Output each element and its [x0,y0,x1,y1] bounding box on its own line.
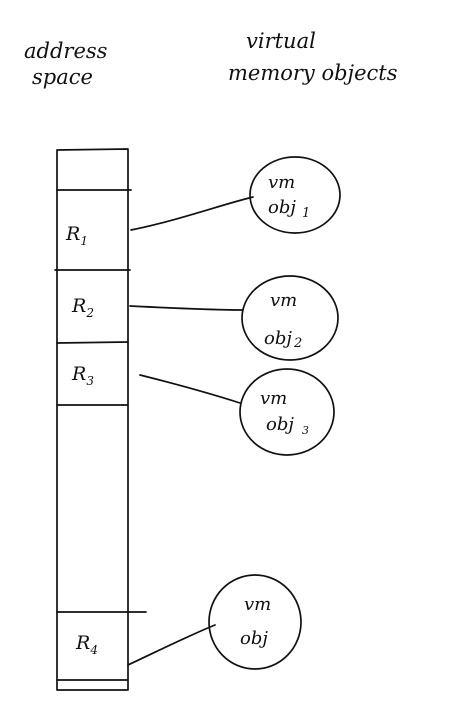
vm-object-2-circle [241,275,339,361]
address-space-column [56,148,129,691]
connector-r3-obj3 [139,374,241,404]
connector-r4-obj4 [127,624,216,666]
region-r2-bottom-border [56,341,129,344]
vm-objects-heading: virtual memory objects [228,29,398,85]
region-r1: R1 [54,189,132,271]
region-r1-label: R1 [65,223,88,248]
vm-object-4-line2: obj [240,628,268,649]
address-space-heading: address space [24,39,108,89]
vm-object-3-circle [239,368,335,456]
vm-object-2-line1: vm [270,290,297,311]
region-r2: R2 [56,295,129,344]
region-r2-label: R2 [71,295,94,320]
region-r4-label: R4 [75,632,98,657]
region-r3-label: R3 [71,363,94,388]
vm-object-4-circle [208,574,302,670]
region-r3: R3 [56,363,129,406]
address-space-heading-line1: address [24,39,108,63]
vm-object-3-line1: vm [260,388,287,409]
column-outline [56,148,129,691]
vm-objects-heading-line1: virtual [246,29,316,53]
connector-r2-obj2 [129,305,244,311]
vm-object-1-circle [249,156,341,234]
address-space-heading-line2: space [32,65,93,89]
vm-object-4: vm obj [208,574,302,670]
vm-object-4-line1: vm [244,594,271,615]
connector-r1-obj1 [130,196,254,231]
vm-objects-heading-line2: memory objects [228,61,398,85]
vm-object-1-line1: vm [268,172,295,193]
region-r4: R4 [56,611,147,657]
